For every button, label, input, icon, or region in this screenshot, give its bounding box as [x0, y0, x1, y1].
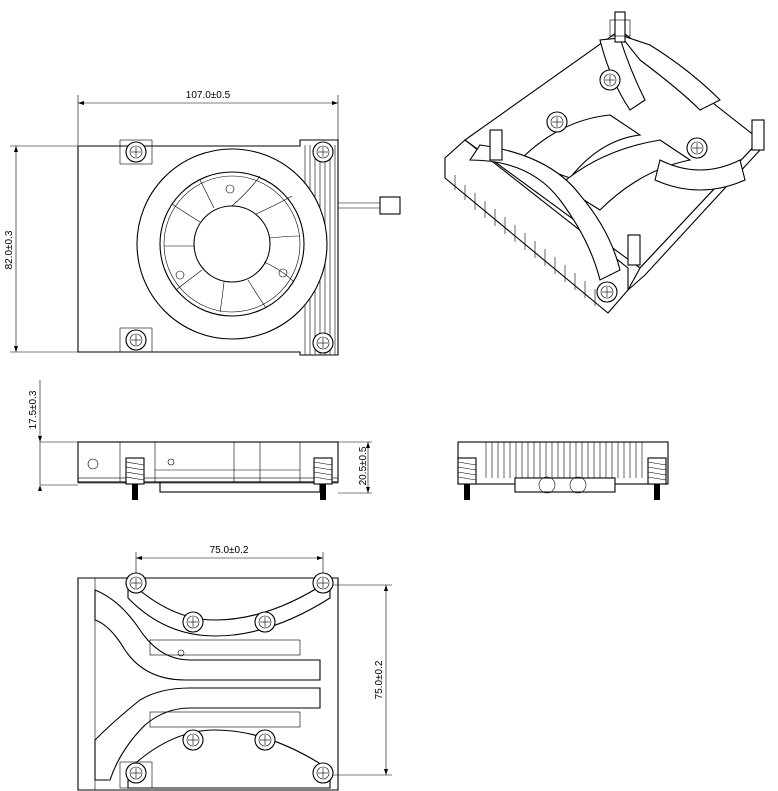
bottom-view: [77, 552, 392, 791]
dim-top-width: 107.0±0.5: [186, 90, 231, 101]
top-view: [10, 95, 401, 356]
side-view-right: [457, 441, 669, 501]
dim-bottom-width: 75.0±0.2: [210, 545, 249, 556]
dim-side-height: 17.5±0.3: [28, 390, 39, 429]
isometric-view: [444, 11, 765, 314]
dim-bottom-height: 75.0±0.2: [374, 660, 385, 699]
side-view-left: [38, 380, 372, 501]
dim-top-height: 82.0±0.3: [4, 230, 15, 269]
dim-side-total: 20.5±0.5: [358, 446, 369, 485]
